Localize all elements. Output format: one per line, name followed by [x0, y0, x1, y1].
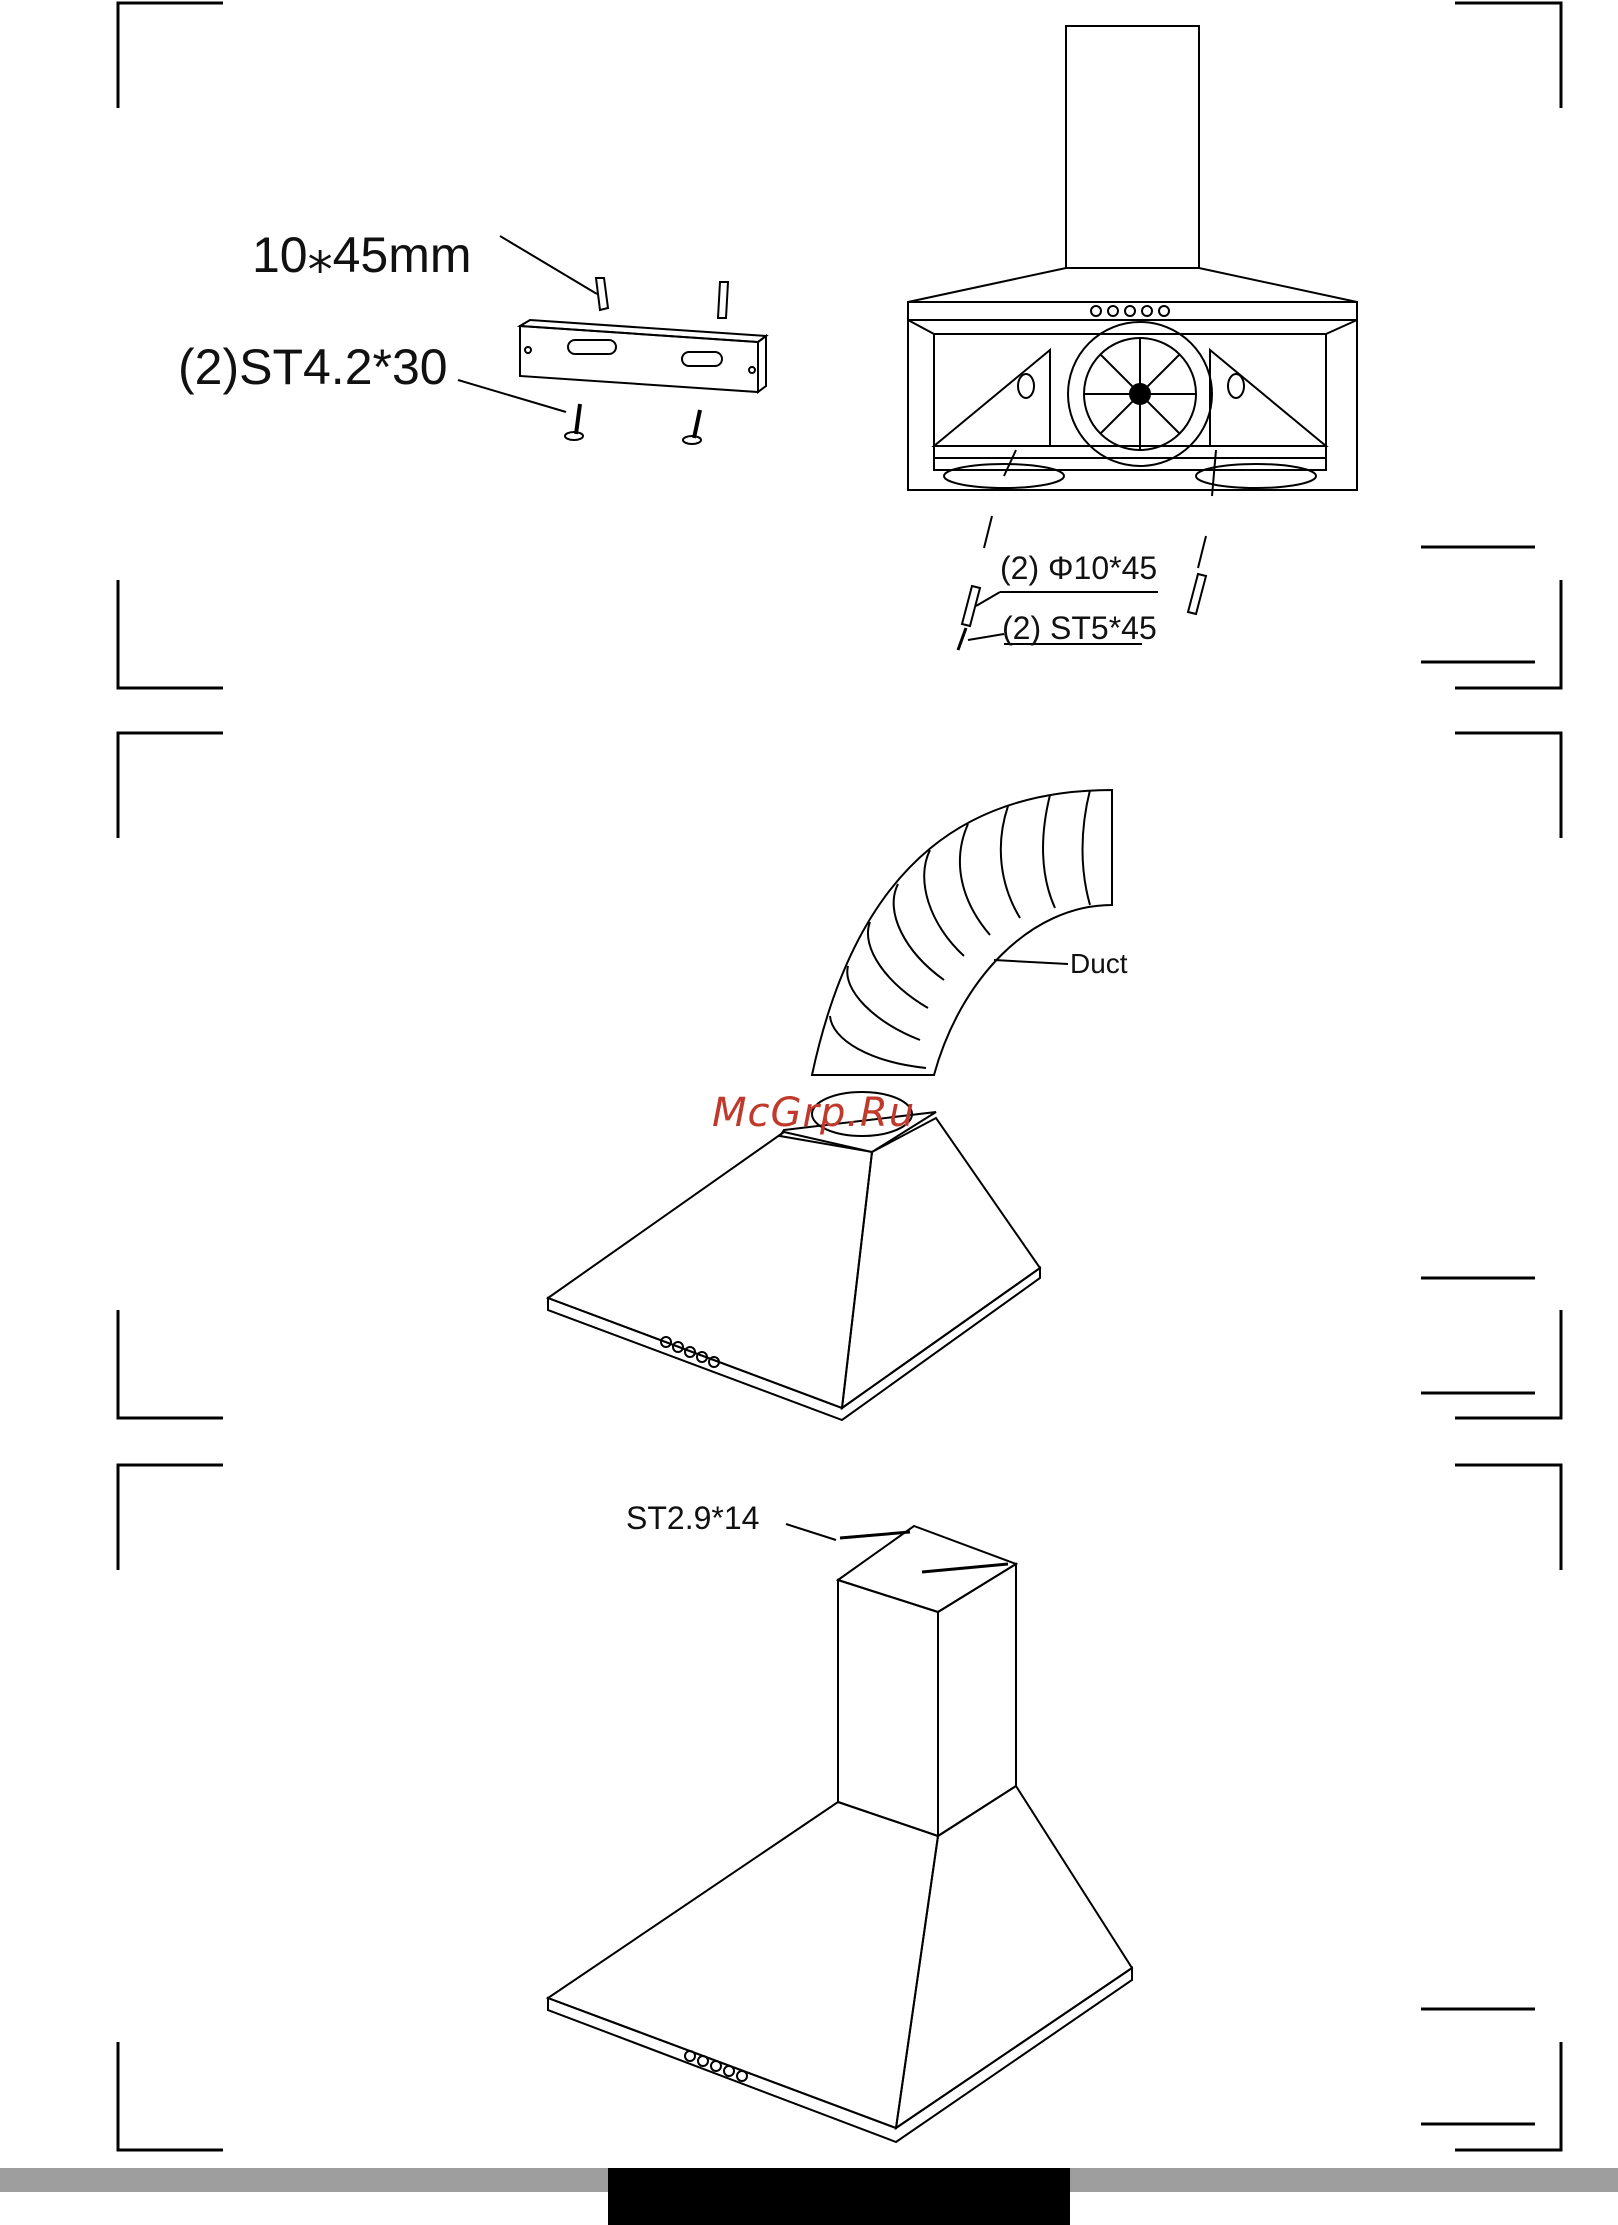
control-button	[1125, 306, 1135, 316]
control-button	[737, 2071, 747, 2081]
bracket-slot	[682, 352, 722, 366]
watermark: McGrp.Ru	[712, 1090, 915, 1136]
fixing-hole-line	[1004, 450, 1016, 476]
duct-rib	[868, 922, 928, 1008]
chimney-screw-label: ST2.9*14	[626, 1500, 759, 1537]
wall-plug-right	[718, 282, 728, 318]
hood-rim	[548, 1268, 1040, 1420]
left-panel	[934, 350, 1050, 446]
duct-rib	[1043, 795, 1055, 908]
leader-line	[994, 960, 1068, 964]
screw-left	[576, 404, 580, 434]
duct-rib	[924, 850, 964, 956]
bracket-hole	[749, 367, 755, 373]
crop-mark	[118, 3, 223, 108]
edge	[908, 320, 934, 334]
wall-plug	[1188, 574, 1206, 614]
control-button	[1142, 306, 1152, 316]
light-socket	[1228, 374, 1244, 398]
bracket-top-face	[520, 320, 766, 342]
duct-rib	[830, 1016, 926, 1068]
filter-rail	[934, 446, 1326, 458]
control-button	[1091, 306, 1101, 316]
hood-top-slope	[908, 268, 1357, 302]
crop-mark	[1455, 2042, 1561, 2150]
crop-mark	[1455, 580, 1561, 688]
leader-line	[786, 1524, 836, 1540]
leader-line	[976, 592, 1000, 606]
hood-screw-label: (2) ST5*45	[1002, 610, 1157, 647]
crop-mark	[118, 1465, 223, 1570]
wall-plug-left	[596, 278, 608, 310]
guide-line	[1198, 536, 1206, 568]
wall-bracket-illustration	[458, 236, 766, 444]
screw	[922, 1564, 1008, 1572]
duct-rib	[1083, 790, 1091, 905]
duct-rib	[847, 966, 920, 1040]
control-button	[724, 2066, 734, 2076]
control-band	[908, 302, 1357, 320]
flexible-duct	[812, 790, 1112, 1075]
screw	[958, 628, 966, 650]
hood-right-face	[896, 1786, 1132, 2128]
hood-left-face	[548, 1132, 872, 1408]
duct-rib	[894, 884, 944, 980]
leader-line	[968, 634, 1004, 640]
hood-right-face	[842, 1118, 1040, 1408]
duct-label: Duct	[1070, 948, 1128, 980]
control-button	[711, 2061, 721, 2071]
bracket-hole	[525, 347, 531, 353]
crop-mark	[1455, 1310, 1561, 1418]
right-panel	[1210, 350, 1326, 446]
crop-mark	[1455, 3, 1561, 108]
bracket-side-face	[758, 336, 766, 392]
hood-rim	[548, 1968, 1132, 2142]
crop-mark	[118, 1310, 223, 1418]
duct-rib	[960, 824, 990, 935]
chimney	[1066, 26, 1199, 268]
footer-black-tab	[608, 2168, 1070, 2225]
crop-mark	[118, 580, 223, 688]
screw-size-label: 10⁎45mm	[252, 226, 472, 284]
chimney-left-face	[838, 1580, 938, 1836]
screw-head	[565, 432, 583, 440]
hood-left-face	[548, 1802, 938, 2128]
screw-head	[683, 436, 701, 444]
chimney-right-face	[938, 1564, 1016, 1836]
bracket-slot	[568, 340, 616, 354]
bracket-screw-label: (2)ST4.2*30	[178, 338, 448, 396]
control-button	[685, 2051, 695, 2061]
guide-line	[984, 516, 992, 548]
light-socket	[1018, 374, 1034, 398]
crop-mark	[118, 2042, 223, 2150]
duct-rib	[1001, 806, 1020, 918]
crop-mark	[1455, 1465, 1561, 1570]
chimney-hood-illustration	[548, 1524, 1132, 2142]
leader-line	[500, 236, 597, 294]
chimney-top	[838, 1526, 1016, 1612]
edge	[1326, 320, 1357, 334]
control-button	[1108, 306, 1118, 316]
wall-plug-label: (2) Φ10*45	[1000, 550, 1157, 587]
leader-line	[458, 380, 566, 412]
crop-mark	[118, 733, 223, 838]
control-button	[698, 2056, 708, 2066]
crop-mark	[1455, 733, 1561, 838]
screw-right	[694, 410, 700, 438]
control-button	[1159, 306, 1169, 316]
